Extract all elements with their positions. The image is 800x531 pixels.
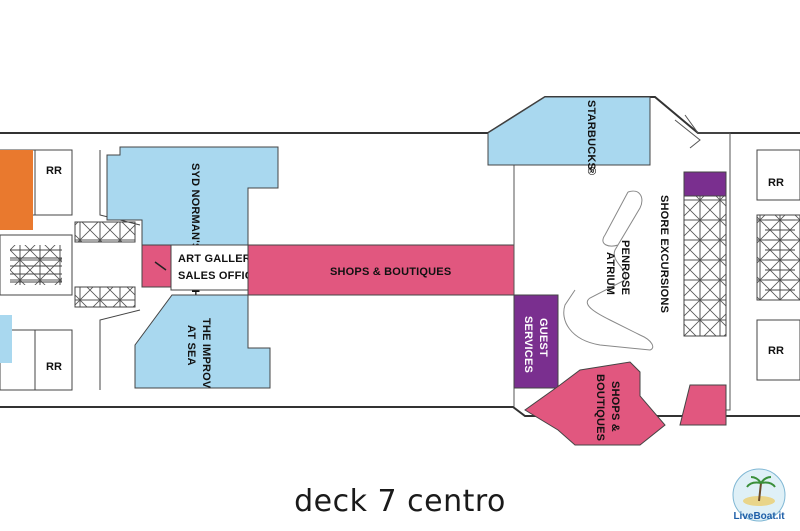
orange-area	[0, 150, 33, 230]
restroom-label: RR	[768, 177, 784, 189]
syd-normans-pour-house-area[interactable]	[106, 146, 279, 246]
shops-boutiques-label: SHOPS & BOUTIQUES	[330, 266, 451, 278]
atrium-contour	[563, 190, 654, 351]
trademark-symbol: ®	[585, 167, 597, 175]
blue-area-left	[0, 315, 12, 363]
aft-elevators	[683, 195, 727, 337]
art-gallery-label-line2: SALES OFFICE	[178, 270, 260, 282]
watermark-text: LiveBoat.it	[733, 511, 785, 522]
shops-boutiques-aft-label-line1: SHOPS &	[609, 381, 621, 432]
guest-services-desk[interactable]	[513, 294, 559, 389]
shops-boutiques-aft-area[interactable]	[524, 361, 666, 446]
forward-core	[0, 149, 141, 391]
improv-at-sea-area[interactable]	[134, 294, 271, 389]
aft-core	[756, 149, 800, 381]
starbucks-label: STARBUCKS	[585, 100, 597, 170]
guest-services-label-line2: SERVICES	[522, 316, 534, 373]
shore-excursions-label: SHORE EXCURSIONS	[658, 195, 670, 313]
deck-caption: deck 7 centro	[294, 484, 506, 519]
penrose-atrium-label: PENROSE	[619, 240, 631, 295]
improv-label-line2: AT SEA	[185, 325, 197, 366]
restroom-label: RR	[46, 361, 62, 373]
shops-boutiques-aft-label-line2: BOUTIQUES	[594, 374, 606, 441]
liveboat-watermark: LiveBoat.it	[726, 465, 792, 525]
shore-excursions-desk[interactable]	[683, 171, 727, 197]
guest-services-label-line1: GUEST	[537, 318, 549, 357]
restroom-label: RR	[46, 165, 62, 177]
penrose-atrium-label-line2: ATRIUM	[604, 252, 616, 295]
art-gallery-label-line1: ART GALLERY	[178, 253, 258, 265]
art-gallery-left-strip	[141, 244, 172, 288]
improv-label-line1: THE IMPROV	[200, 318, 212, 389]
art-gallery-sales-office[interactable]	[170, 244, 249, 291]
shops-aft-right[interactable]	[679, 384, 727, 426]
restroom-label: RR	[768, 345, 784, 357]
starbucks-area[interactable]	[487, 96, 651, 166]
